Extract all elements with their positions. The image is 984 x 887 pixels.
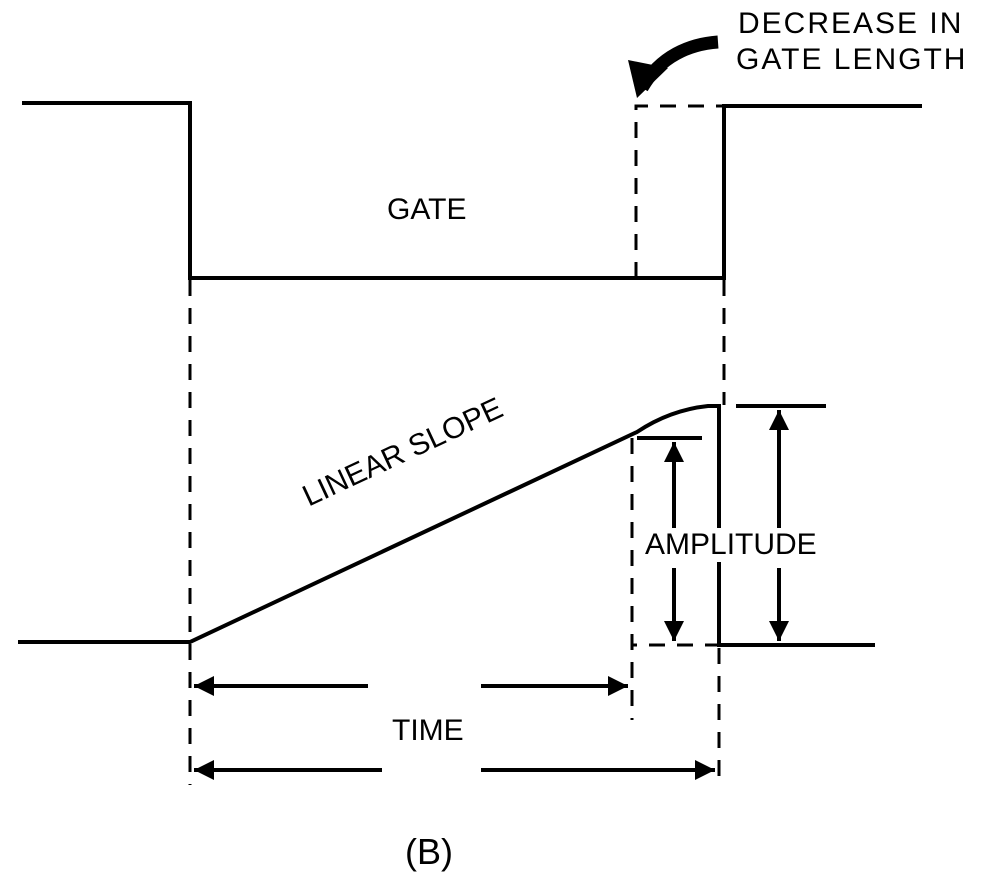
note-arrow-head [628,60,668,98]
time-label: TIME [392,714,464,747]
note-gate-length: GATE LENGTH [736,43,968,76]
shortened-ramp-waveform [630,438,719,647]
gate-waveform [22,101,922,280]
note-decrease-in: DECREASE IN [738,7,964,40]
amplitude-label: AMPLITUDE [643,528,819,562]
shortened-gate-waveform [634,104,724,278]
ramp-waveform [18,404,875,647]
gate-label: GATE [387,193,467,226]
figure-caption: (B) [405,831,453,872]
